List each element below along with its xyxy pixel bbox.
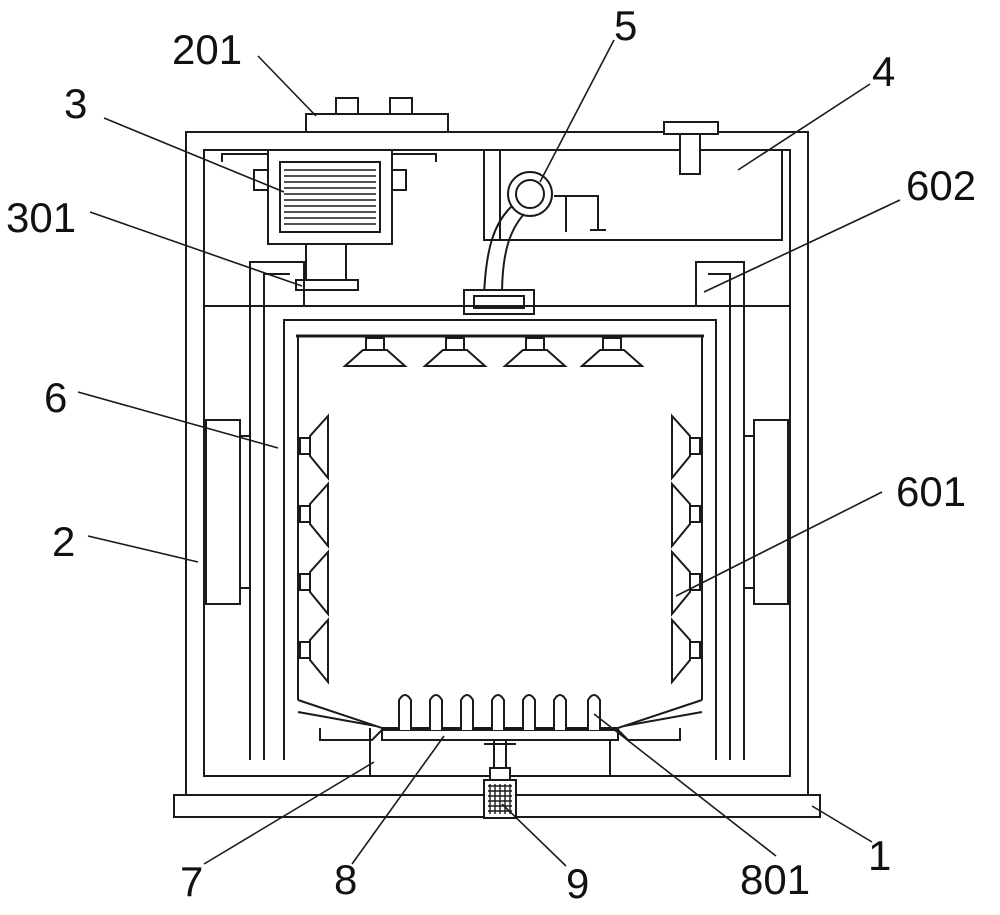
label-601: 601 [896, 468, 966, 515]
side-nozzle-stem [299, 573, 311, 591]
cleaning-frame-outer [283, 319, 717, 760]
brush-row [398, 694, 601, 730]
brush [587, 694, 601, 730]
shaft-coupling [489, 767, 511, 781]
hose-inner [501, 213, 525, 297]
label-3: 3 [64, 80, 87, 127]
brush [491, 694, 505, 730]
label-602: 602 [906, 162, 976, 209]
side-pad-left-inner [239, 435, 251, 589]
cleaning-frame-inner [297, 335, 703, 700]
side-nozzle-left [309, 481, 329, 549]
motor-shaft [305, 243, 347, 281]
nozzle-stem [365, 337, 385, 351]
side-pad-right-inner [743, 435, 755, 589]
hose-outer [483, 205, 513, 297]
guide-rail-left-inner [263, 273, 290, 760]
top-nozzle [422, 349, 488, 367]
nozzle-stem [602, 337, 622, 351]
brush [429, 694, 443, 730]
leader-3 [103, 117, 285, 193]
leader-9 [501, 803, 567, 867]
motor-mount-right [391, 169, 407, 191]
leader-7 [203, 761, 375, 865]
label-4: 4 [872, 48, 895, 95]
brush [553, 694, 567, 730]
motor-bracket-right [389, 153, 437, 162]
side-nozzle-stem [689, 641, 701, 659]
side-nozzle-left [309, 549, 329, 617]
label-5: 5 [614, 2, 637, 49]
bottom-motor-grid [488, 784, 512, 814]
hopper-drain-right [617, 728, 681, 741]
pump-inner [515, 179, 545, 209]
leader-801 [593, 713, 777, 857]
side-nozzle-stem [689, 505, 701, 523]
label-9: 9 [566, 860, 589, 907]
motor-coupling [295, 279, 359, 291]
motor-vent-grille [284, 169, 376, 225]
brush [522, 694, 536, 730]
top-nozzle [342, 349, 408, 367]
brush [398, 694, 412, 730]
top-nozzle [579, 349, 645, 367]
control-panel [305, 113, 449, 133]
leader-8 [351, 735, 445, 865]
side-nozzle-right [671, 549, 691, 617]
leader-6 [77, 391, 279, 449]
brush [460, 694, 474, 730]
control-knob-right [389, 97, 413, 115]
water-tank [483, 150, 783, 241]
leader-1 [811, 805, 873, 843]
leader-2 [87, 535, 199, 563]
side-nozzle-stem [299, 437, 311, 455]
hopper-drain-left [319, 728, 383, 741]
leader-201 [257, 55, 317, 117]
nozzle-stem [445, 337, 465, 351]
top-nozzle [502, 349, 568, 367]
tank-valve [565, 195, 599, 232]
side-nozzle-stem [689, 437, 701, 455]
side-nozzle-columns [299, 413, 701, 685]
guide-rail-right-inner [708, 273, 731, 760]
tank-filler-neck [679, 133, 701, 175]
label-301: 301 [6, 194, 76, 241]
side-pad-right [753, 419, 789, 605]
nozzle-stem [525, 337, 545, 351]
label-8: 8 [334, 856, 357, 903]
leader-301 [89, 211, 303, 287]
label-801: 801 [740, 856, 810, 903]
side-nozzle-left [309, 617, 329, 685]
guide-rail-left [249, 261, 305, 760]
motor-vent [279, 161, 381, 233]
leader-602 [703, 199, 901, 293]
leader-5 [539, 39, 615, 183]
side-nozzle-right [671, 617, 691, 685]
leader-4 [737, 83, 871, 171]
brush-plate [381, 729, 619, 741]
side-nozzle-stem [299, 641, 311, 659]
leader-601 [675, 491, 883, 597]
label-7: 7 [180, 858, 203, 905]
motor-bracket-left [221, 153, 269, 162]
side-nozzle-stem [299, 505, 311, 523]
top-nozzle-row [342, 337, 645, 367]
side-pad-left [205, 419, 241, 605]
side-nozzle-right [671, 481, 691, 549]
control-knob-left [335, 97, 359, 115]
label-201: 201 [172, 26, 242, 73]
side-nozzle-left [309, 413, 329, 481]
pump-outer [507, 171, 553, 217]
label-2: 2 [52, 518, 75, 565]
side-nozzle-right [671, 413, 691, 481]
tank-cap-top [663, 121, 719, 135]
hopper-right-lip [623, 711, 703, 727]
label-1: 1 [868, 832, 891, 879]
hopper-left-lip [297, 711, 377, 727]
label-6: 6 [44, 374, 67, 421]
